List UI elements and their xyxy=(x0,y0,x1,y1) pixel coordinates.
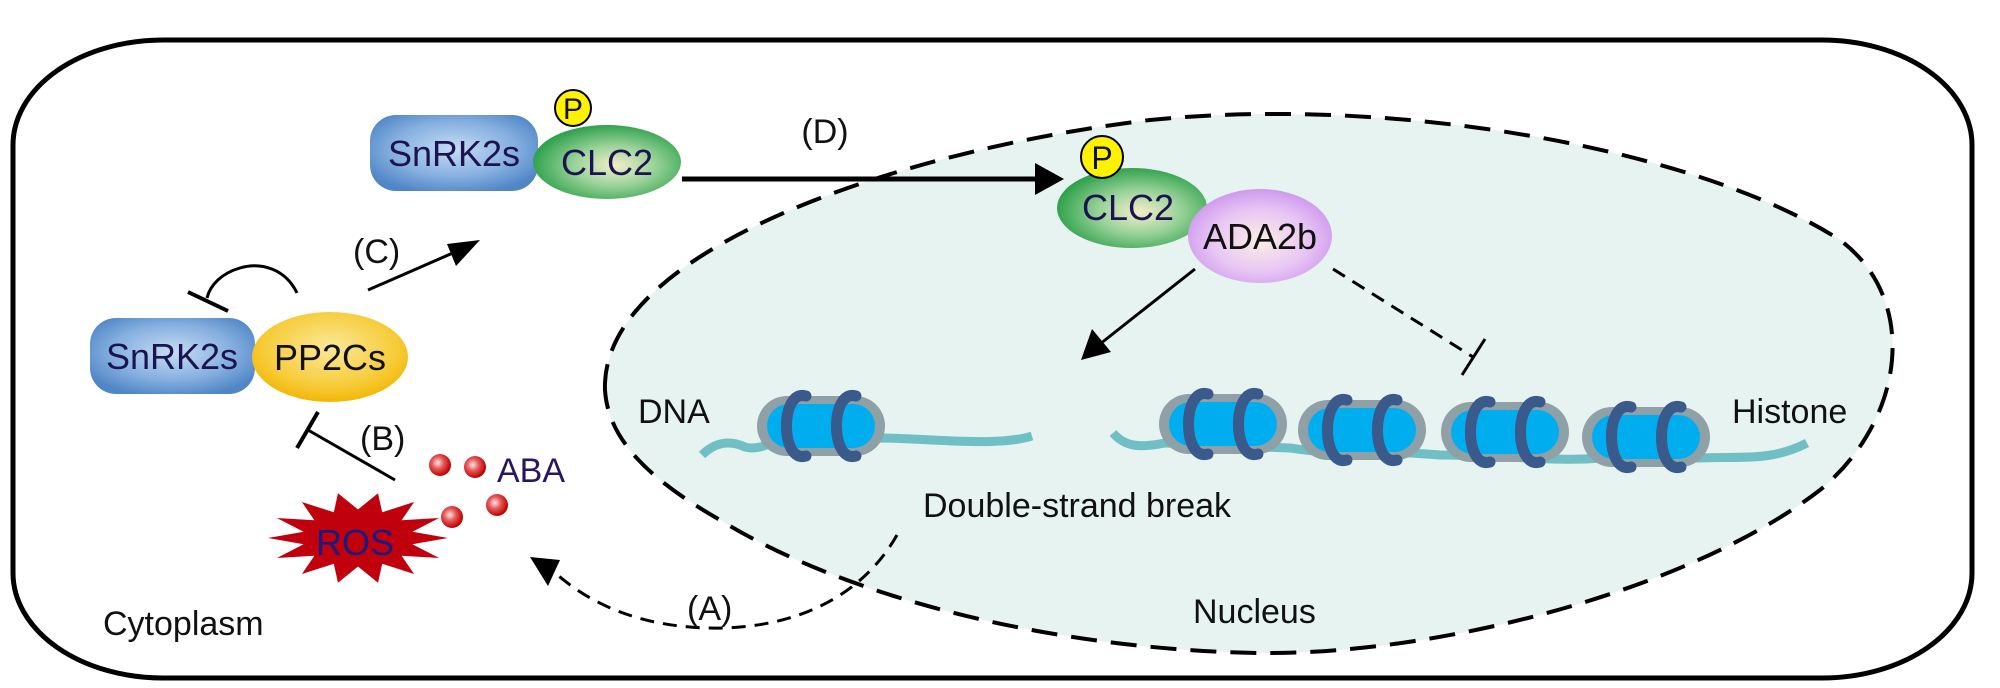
phosphate-top-label: P xyxy=(563,93,583,126)
snrk2s-pp2cs-complex: SnRK2s PP2Cs xyxy=(90,312,408,402)
nucleosome-icon xyxy=(1582,401,1710,473)
ada2b-label: ADA2b xyxy=(1203,216,1317,257)
aba-molecule-icon xyxy=(441,506,463,528)
step-d-label: (D) xyxy=(801,113,848,151)
phosphate-nucleus-label: P xyxy=(1091,140,1112,176)
nucleus-envelope xyxy=(602,112,1895,656)
inhibit-pp2cs-to-snrk2s xyxy=(205,264,299,299)
snrk2s-bottom-shape xyxy=(90,318,255,394)
dna-wrap-ring xyxy=(1372,394,1403,466)
dna-wrap-ring xyxy=(1515,396,1546,468)
step-b-label: (B) xyxy=(360,420,405,458)
clc2-nucleus-shape xyxy=(1057,168,1207,248)
aba-molecule-icon xyxy=(486,494,508,516)
dna-wrap-ring xyxy=(781,390,812,462)
snrk2s-top-shape xyxy=(370,115,538,191)
aba-molecule-icon xyxy=(464,456,486,478)
double-strand-break-label: Double-strand break xyxy=(923,487,1232,525)
arrow-a-head xyxy=(530,557,560,586)
dna-wrap-ring xyxy=(1656,401,1687,473)
dna-label: DNA xyxy=(638,393,710,431)
snrk2s-clc2-complex: SnRK2s CLC2 P xyxy=(370,89,681,199)
step-a-label: (A) xyxy=(687,590,732,628)
dna-wrap-ring xyxy=(831,390,862,462)
nucleosome-icon xyxy=(1159,388,1287,460)
histone-label: Histone xyxy=(1732,393,1847,431)
cytoplasm-label: Cytoplasm xyxy=(103,605,264,643)
dna-wrap-ring xyxy=(1322,394,1353,466)
nucleosome-group xyxy=(757,388,1710,473)
histone-core xyxy=(1308,408,1416,452)
snrk2s-top-label: SnRK2s xyxy=(388,133,520,174)
dna-wrap-ring xyxy=(1606,401,1637,473)
arrow-d-head xyxy=(1035,163,1064,195)
dna-wrap-ring xyxy=(1465,396,1496,468)
pp2cs-shape xyxy=(252,312,408,402)
snrk2s-bottom-label: SnRK2s xyxy=(106,336,238,377)
aba-label: ABA xyxy=(497,452,565,490)
arrow-ada2b-to-break-head xyxy=(1081,329,1111,360)
inhibit-ada2b-to-histone-bar xyxy=(1460,338,1487,376)
histone-core xyxy=(1451,410,1559,454)
histone-core xyxy=(767,404,875,448)
arrow-c-head xyxy=(447,240,480,266)
pp2cs-label: PP2Cs xyxy=(274,337,386,378)
histone-core xyxy=(1169,402,1277,446)
clc2-nucleus-label: CLC2 xyxy=(1082,187,1174,228)
phosphate-icon xyxy=(554,89,592,127)
step-c-label: (C) xyxy=(353,233,400,271)
nucleosome-icon xyxy=(1298,394,1426,466)
inhibit-ros-to-pp2cs xyxy=(307,428,396,482)
dna-wrap-ring xyxy=(1233,388,1264,460)
inhibit-ada2b-to-histone xyxy=(1332,267,1474,359)
inhibit-ros-to-pp2cs-bar xyxy=(295,410,320,450)
ada2b-shape xyxy=(1188,189,1332,283)
histone-core xyxy=(1592,415,1700,459)
clc2-top-shape xyxy=(533,125,681,199)
inhibit-pp2cs-to-snrk2s-bar xyxy=(187,290,229,313)
arrow-c-activation xyxy=(367,247,463,292)
arrow-ada2b-to-break xyxy=(1099,267,1196,346)
phosphate-icon xyxy=(1080,135,1124,179)
ros-burst-icon xyxy=(268,493,448,583)
clc2-top-label: CLC2 xyxy=(561,142,653,183)
nucleus-label: Nucleus xyxy=(1193,593,1316,631)
dna-wrap-ring xyxy=(1183,388,1214,460)
aba-molecule-icon xyxy=(429,454,451,476)
ros-label: ROS xyxy=(316,522,394,563)
nucleosome-icon xyxy=(1441,396,1569,468)
clc2-ada2b-complex: CLC2 P ADA2b xyxy=(1057,135,1332,283)
nucleosome-icon xyxy=(757,390,885,462)
